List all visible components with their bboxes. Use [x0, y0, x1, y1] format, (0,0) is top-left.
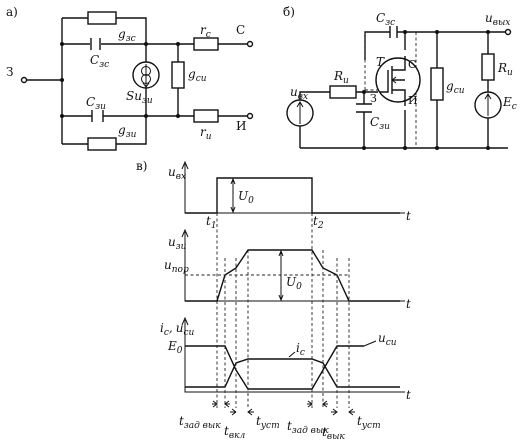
- leader-i-c: [288, 351, 296, 358]
- label-u-in-axis: uвх: [168, 165, 186, 182]
- arrow-u0-mid: [278, 249, 284, 302]
- label-i-c-curve: iс: [296, 341, 305, 358]
- node-dot: [176, 114, 180, 118]
- label-u-in-b: uвх: [290, 85, 308, 102]
- panel-a: а) gзс Cзс rс С Suзи gси: [6, 5, 254, 151]
- arrow-down-icon: [142, 64, 150, 88]
- node-dot: [144, 42, 148, 46]
- timing-guides: [216, 213, 350, 408]
- arrow-up-icon: [484, 93, 492, 116]
- axis-arrow-icon: [181, 160, 189, 326]
- label-c-zi-b: Cзи: [370, 115, 390, 132]
- interval-arrows: [212, 400, 355, 416]
- capacitor-c-zs: [90, 38, 101, 50]
- resistor-r-i-right: [481, 53, 495, 81]
- label-u0-mid: U0: [286, 275, 302, 292]
- waveform-u-si: [185, 345, 364, 390]
- label-u-por: uпор: [164, 258, 189, 275]
- label-g-zs: gзс: [118, 27, 136, 44]
- label-e-s: Eс: [502, 95, 517, 112]
- label-su-zi: Suзи: [126, 89, 153, 106]
- waveform-u-zi: [185, 249, 400, 302]
- node-dot: [486, 146, 490, 150]
- node-dot: [486, 30, 490, 34]
- label-t2: t2: [313, 214, 324, 231]
- label-t-axis-2: t: [406, 297, 411, 311]
- resistor-r-i: [193, 109, 219, 123]
- panel-c: в) uвх U0 t1 t2 t uзи uпор U0 t iс,uси E…: [136, 159, 411, 441]
- label-r-i: rи: [200, 125, 212, 142]
- waveform-u-in: [185, 177, 400, 214]
- node-dot: [362, 146, 366, 150]
- label-t-zad-vyk-1: tзад вык: [179, 414, 221, 431]
- node-dot: [403, 146, 407, 150]
- label-t-vyk: tвык: [322, 425, 345, 441]
- waveform-i-s: [185, 358, 400, 388]
- node-label-source: И: [236, 119, 246, 133]
- resistor-g-si-b: [430, 67, 444, 101]
- terminal-source: [246, 112, 254, 120]
- label-transistor: T: [376, 55, 385, 69]
- resistor-g-si: [171, 61, 185, 89]
- label-e0: E0: [167, 339, 183, 356]
- label-g-zi: gзи: [118, 123, 137, 140]
- panel-a-label: а): [6, 5, 18, 19]
- node-dot: [60, 78, 64, 82]
- parasitic-link: [364, 32, 378, 91]
- resistor-r-s: [193, 37, 219, 51]
- resistor-r-i-left: [329, 85, 357, 99]
- label-u-si-curve: uси: [378, 331, 397, 348]
- label-r-s: rс: [200, 23, 211, 40]
- label-c-zs-b: Cзс: [376, 11, 395, 28]
- capacitor-c-zi: [91, 110, 104, 122]
- node-dot: [435, 146, 439, 150]
- node-dot: [144, 114, 148, 118]
- terminal-gate: [20, 76, 28, 84]
- node-dot: [435, 30, 439, 34]
- label-r-i-left: Rи: [333, 69, 349, 86]
- node-dot: [362, 90, 366, 94]
- label-u0-top: U0: [238, 189, 254, 206]
- label-t-ust-1: tуст: [256, 414, 280, 431]
- terminal-drain: [246, 40, 254, 48]
- label-t-axis-3: t: [406, 388, 411, 402]
- label-t-ust-2: tуст: [357, 414, 381, 431]
- label-c-zi: Cзи: [86, 95, 106, 112]
- capacitor-c-zi-b: [356, 103, 372, 113]
- panel-b: б) uвх Rи Cзи Cзс T С И З: [283, 5, 517, 150]
- label-t-axis-1: t: [406, 209, 411, 223]
- label-u-out: uвых: [485, 11, 510, 28]
- label-g-si-b: gси: [446, 79, 465, 96]
- panel-c-label: в): [136, 159, 147, 173]
- terminal-output: [504, 28, 512, 36]
- label-t1: t1: [206, 214, 217, 231]
- arrow-u0-top: [230, 177, 236, 214]
- capacitor-c-zs-b: [389, 26, 398, 38]
- node-dot: [403, 30, 407, 34]
- resistor-g-zs: [87, 11, 117, 25]
- panel-b-label: б): [283, 5, 295, 19]
- resistor-g-zi: [87, 137, 117, 151]
- pin-label-source: И: [408, 94, 418, 107]
- arrow-left-icon: [391, 76, 398, 84]
- label-i-u-axis: iс,uси: [160, 321, 194, 338]
- label-t-zad-vyk-2: tзад вык: [287, 419, 329, 436]
- label-t-vkl: tвкл: [224, 424, 245, 441]
- label-u-zi-axis: uзи: [168, 235, 187, 252]
- node-label-gate: З: [6, 65, 13, 79]
- label-r-i-right: Rи: [497, 61, 513, 78]
- pin-label-drain: С: [408, 58, 416, 71]
- arrow-up-icon: [296, 101, 304, 124]
- label-g-si: gси: [188, 67, 207, 84]
- leader-u-si: [363, 340, 377, 347]
- node-label-drain: С: [236, 23, 245, 37]
- node-dot: [60, 42, 64, 46]
- pin-label-gate: З: [370, 92, 377, 105]
- label-c-zs: Cзс: [90, 53, 109, 70]
- node-dot: [176, 42, 180, 46]
- node-dot: [60, 114, 64, 118]
